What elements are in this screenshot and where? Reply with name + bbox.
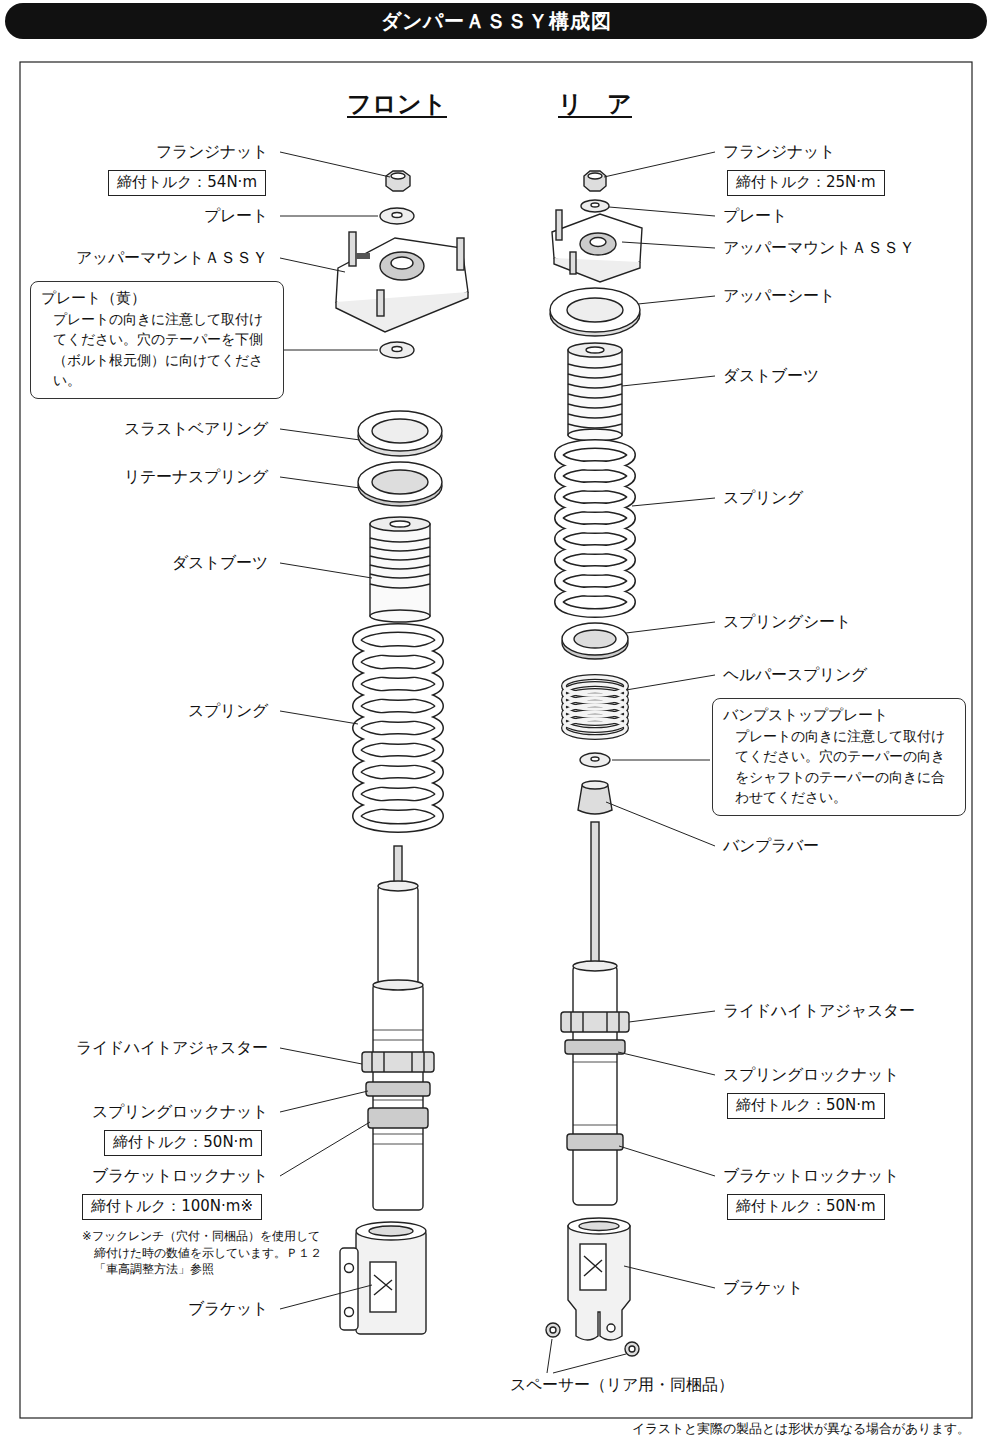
part-name: ダストブーツ [723, 366, 819, 386]
part-name: プレート [723, 206, 787, 226]
part-name: アッパーマウントＡＳＳＹ [76, 248, 268, 268]
part-name: フランジナット [723, 142, 835, 162]
part-name: バンプラバー [723, 836, 819, 856]
part-name: スラストベアリング [124, 419, 268, 439]
torque-text: 締付トルク：50N·m [736, 1197, 876, 1215]
part-name: スプリングシート [723, 612, 851, 632]
torque-text: 締付トルク：100N·m※ [91, 1197, 253, 1215]
part-name: スプリングロックナット [723, 1065, 899, 1085]
note-box: バンプストッププレートプレートの向きに注意して取付けてください。穴のテーパーの向… [712, 698, 966, 816]
title-text: ダンパーＡＳＳＹ構成図 [381, 9, 612, 34]
torque-box: 締付トルク：50N·m [727, 1093, 885, 1119]
torque-box: 締付トルク：25N·m [727, 170, 885, 196]
header-bar [5, 3, 987, 39]
part-name: スペーサー（リア用・同梱品） [510, 1375, 734, 1395]
front-parts [336, 171, 468, 1334]
caption: イラストと実際の製品とは形状が異なる場合があります。 [632, 1421, 970, 1437]
part-name: スプリングロックナット [92, 1102, 268, 1122]
torque-box: 締付トルク：100N·m※ [82, 1194, 262, 1220]
note-heading: バンプストッププレート [723, 705, 955, 726]
part-name: ダストブーツ [172, 553, 268, 573]
torque-box: 締付トルク：50N·m [104, 1130, 262, 1156]
part-name: ライドハイトアジャスター [76, 1038, 268, 1058]
column-heading: フロント [347, 89, 447, 119]
part-name: プレート [204, 206, 268, 226]
part-name: アッパーマウントＡＳＳＹ [723, 238, 915, 258]
torque-text: 締付トルク：50N·m [113, 1133, 253, 1151]
note-body: プレートの向きに注意して取付けてください。穴のテーパーの向きをシャフトのテーパー… [723, 726, 955, 807]
column-heading: リ ア [558, 89, 632, 119]
part-name: フランジナット [156, 142, 268, 162]
torque-text: 締付トルク：54N·m [117, 173, 257, 191]
rear-spring [559, 444, 631, 613]
torque-box: 締付トルク：50N·m [727, 1194, 885, 1220]
leader-lines [280, 152, 715, 1373]
frame [20, 62, 972, 1418]
part-name: スプリング [188, 701, 268, 721]
part-name: ヘルパースプリング [723, 665, 867, 685]
footnote: ※フックレンチ（穴付・同梱品）を使用して締付けた時の数値を示しています。Ｐ１２「… [82, 1228, 326, 1278]
note-heading: プレート（黄） [41, 288, 273, 309]
torque-text: 締付トルク：50N·m [736, 1096, 876, 1114]
part-name: スプリング [723, 488, 803, 508]
front-spring [357, 628, 439, 828]
part-name: ブラケットロックナット [723, 1166, 899, 1186]
note-box: プレート（黄）プレートの向きに注意して取付けてください。穴のテーパーを下側（ボル… [30, 281, 284, 399]
part-name: ライドハイトアジャスター [723, 1001, 915, 1021]
part-name: アッパーシート [723, 286, 835, 306]
part-name: ブラケット [188, 1299, 268, 1319]
helper-spring [564, 677, 626, 737]
part-name: ブラケット [723, 1278, 803, 1298]
part-name: ブラケットロックナット [92, 1166, 268, 1186]
part-name: リテーナスプリング [124, 467, 268, 487]
rear-parts [546, 171, 642, 1356]
torque-box: 締付トルク：54N·m [108, 170, 266, 196]
torque-text: 締付トルク：25N·m [736, 173, 876, 191]
note-body: プレートの向きに注意して取付けてください。穴のテーパーを下側（ボルト根元側）に向… [41, 309, 273, 390]
